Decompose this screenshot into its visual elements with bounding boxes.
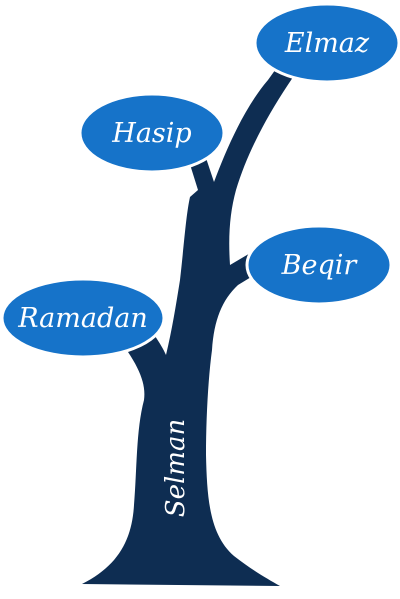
leaf-elmaz: Elmaz — [253, 2, 400, 84]
leaf-hasip-label: Hasip — [111, 118, 191, 149]
trunk-shape — [82, 66, 298, 586]
leaf-ramadan-ellipse — [0, 277, 166, 359]
leaf-beqir-label: Beqir — [281, 250, 359, 281]
trunk-label: Selman — [161, 419, 191, 517]
leaf-hasip-ellipse — [78, 92, 226, 174]
leaf-beqir: Beqir — [245, 224, 393, 306]
leaf-beqir-ellipse — [245, 224, 393, 306]
leaf-hasip: Hasip — [78, 92, 226, 174]
leaf-elmaz-ellipse — [253, 2, 400, 84]
leaf-elmaz-label: Elmaz — [284, 28, 370, 59]
leaf-ramadan: Ramadan — [0, 277, 166, 359]
tree-trunk — [82, 66, 298, 586]
leaf-ramadan-label: Ramadan — [17, 303, 148, 334]
